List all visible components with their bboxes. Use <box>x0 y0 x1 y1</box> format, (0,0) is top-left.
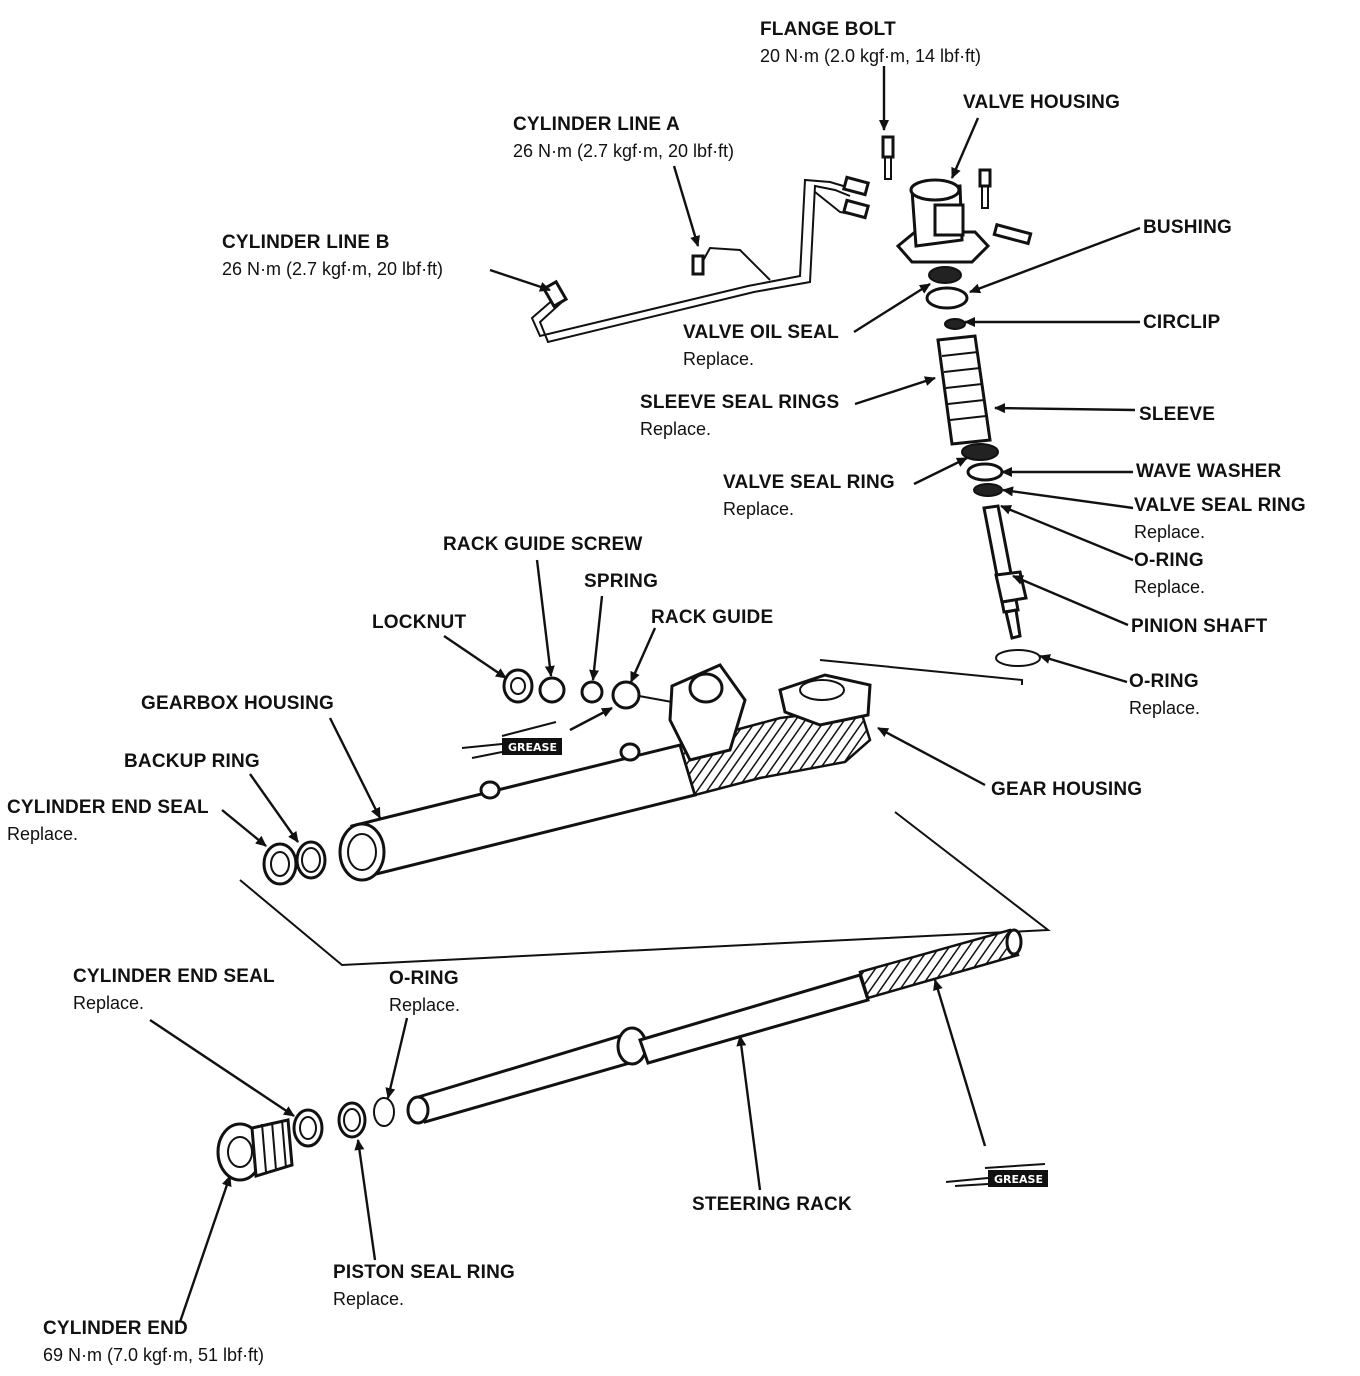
o-ring-upper-label: O-RING Replace. <box>1134 550 1206 597</box>
o-ring-rack-label: O-RING Replace. <box>389 968 461 1015</box>
rack-guide-parts-drawing <box>502 668 673 710</box>
backup-ring-label: BACKUP RING <box>124 751 260 772</box>
locknut-label: LOCKNUT <box>372 612 467 633</box>
valve-seal-ring-right-label: VALVE SEAL RING Replace. <box>1134 495 1306 542</box>
gearbox-housing-label: GEARBOX HOUSING <box>141 693 335 714</box>
gearbox-housing-drawing <box>338 659 1023 882</box>
grease-tag-lower: GREASE <box>994 1173 1043 1186</box>
cylinder-lines-drawing <box>530 175 871 344</box>
spring-label: SPRING <box>584 571 659 592</box>
pinion-shaft-label: PINION SHAFT <box>1131 616 1268 637</box>
flange-bolt-label: FLANGE BOLT 20 N·m (2.0 kgf·m, 14 lbf·ft… <box>760 19 982 66</box>
cylinder-line-a-label: CYLINDER LINE A 26 N·m (2.7 kgf·m, 20 lb… <box>513 114 735 161</box>
cylinder-line-b-label: CYLINDER LINE B 26 N·m (2.7 kgf·m, 20 lb… <box>222 232 444 279</box>
sleeve-label: SLEEVE <box>1139 404 1216 425</box>
grease-tube-upper: GREASE <box>461 721 562 759</box>
steering-rack-label: STEERING RACK <box>692 1194 852 1215</box>
gear-housing-label: GEAR HOUSING <box>991 779 1143 800</box>
leader-lines <box>149 66 1141 1323</box>
upper-seals-drawing <box>262 840 327 886</box>
cylinder-end-label: CYLINDER END 69 N·m (7.0 kgf·m, 51 lbf·f… <box>43 1318 265 1365</box>
grease-tube-lower: GREASE <box>945 1163 1048 1187</box>
valve-oil-seal-label: VALVE OIL SEAL Replace. <box>683 322 839 369</box>
valve-seal-ring-left-label: VALVE SEAL RING Replace. <box>723 472 895 519</box>
alignment-lines <box>239 811 1051 967</box>
piston-seal-ring-label: PISTON SEAL RING Replace. <box>333 1262 515 1309</box>
o-ring-lower-label: O-RING Replace. <box>1129 671 1201 718</box>
valve-housing-label: VALVE HOUSING <box>963 92 1121 113</box>
valve-housing-drawing <box>881 135 1033 264</box>
lower-seals-drawing <box>216 1097 395 1182</box>
cylinder-end-seal-lower-label: CYLINDER END SEAL Replace. <box>73 966 275 1013</box>
grease-tag-upper: GREASE <box>508 741 557 754</box>
valve-stack-drawing <box>925 266 1041 667</box>
cylinder-end-seal-upper-label: CYLINDER END SEAL Replace. <box>7 797 209 844</box>
rack-guide-label: RACK GUIDE <box>651 607 774 628</box>
wave-washer-label: WAVE WASHER <box>1136 461 1282 482</box>
steering-rack-drawing <box>406 928 1023 1125</box>
sleeve-seal-rings-label: SLEEVE SEAL RINGS Replace. <box>640 392 840 439</box>
circlip-label: CIRCLIP <box>1143 312 1221 333</box>
rack-guide-screw-label: RACK GUIDE SCREW <box>443 534 643 555</box>
bushing-label: BUSHING <box>1143 217 1233 238</box>
